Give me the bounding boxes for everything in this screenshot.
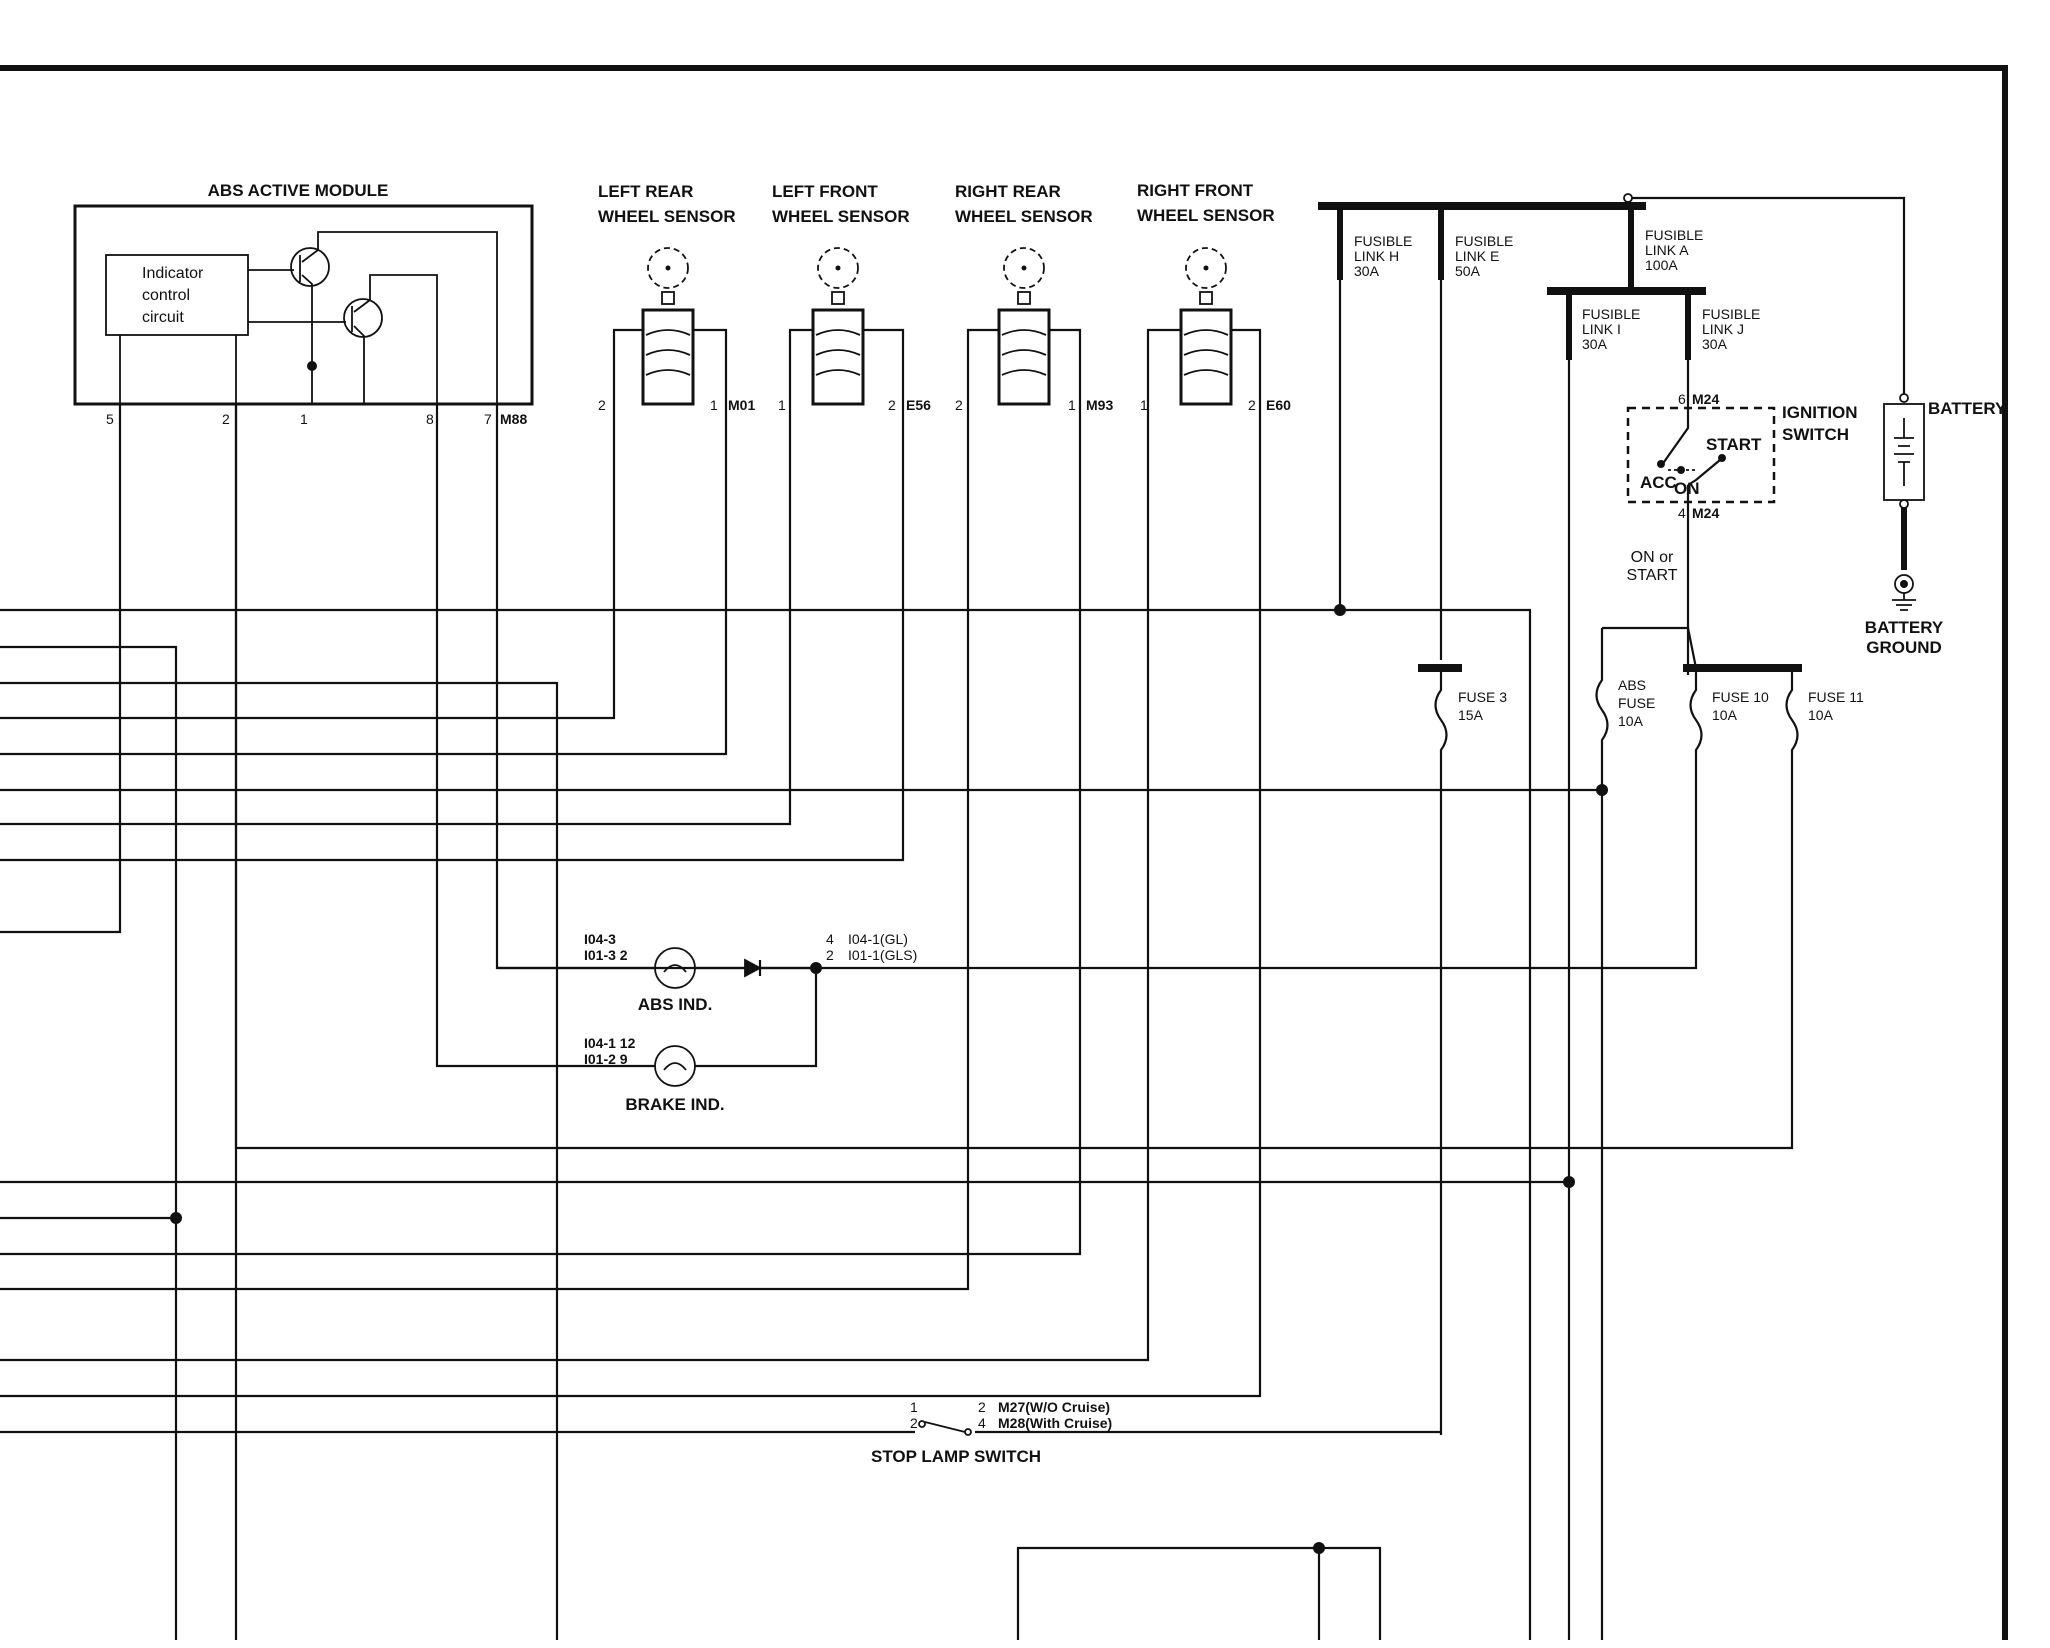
abs-ind-right-pin-1: 4 xyxy=(826,931,834,947)
stop-lamp-label: STOP LAMP SWITCH xyxy=(871,1447,1041,1466)
sensor-pin-right: 2 xyxy=(888,397,896,413)
ignition-on-or: ON or xyxy=(1631,549,1674,566)
abs-ind-right-conn-2: I01-1(GLS) xyxy=(848,947,917,963)
brake-indicator-lamp xyxy=(654,1045,696,1087)
sensor-pin-left: 2 xyxy=(598,397,606,413)
wheel-sensor-left-rear: LEFT REAR WHEEL SENSOR 2 1 M01 xyxy=(598,182,755,413)
fusible-link-e-rating: 50A xyxy=(1455,263,1481,279)
sensor-connector: E60 xyxy=(1266,397,1291,413)
sensor-title: LEFT FRONT xyxy=(772,182,878,201)
fusible-link-a-name: LINK A xyxy=(1645,242,1689,258)
battery-ground-label-1: BATTERY xyxy=(1865,618,1944,637)
abs-fuse-name: ABS xyxy=(1618,677,1646,693)
fuse-10-rating: 10A xyxy=(1712,707,1738,723)
fusible-link-j-name: LINK J xyxy=(1702,321,1744,337)
sensor-connector: M01 xyxy=(728,397,755,413)
fusible-link-h-rating: 30A xyxy=(1354,263,1380,279)
indicator-line-1: Indicator xyxy=(142,265,204,282)
module-title: ABS ACTIVE MODULE xyxy=(208,181,389,200)
stop-lamp-rpin-1: 2 xyxy=(978,1399,986,1415)
module-connector: M88 xyxy=(500,411,527,427)
brake-ind-conn-1: I04-1 12 xyxy=(584,1035,636,1051)
wheel-sensor-right-front: RIGHT FRONT WHEEL SENSOR 1 2 E60 xyxy=(1137,181,1291,413)
stop-lamp-pin-1: 1 xyxy=(910,1399,918,1415)
fuse-3-rating: 15A xyxy=(1458,707,1484,723)
battery-ground-label-2: GROUND xyxy=(1866,638,1942,657)
sensor-subtitle: WHEEL SENSOR xyxy=(772,207,910,226)
abs-ind-label: ABS IND. xyxy=(638,995,713,1014)
ignition-connector-bottom: M24 xyxy=(1692,505,1719,521)
stop-lamp-conn-1: M27(W/O Cruise) xyxy=(998,1399,1110,1415)
battery-label: BATTERY xyxy=(1928,399,2007,418)
sensor-pin-left: 1 xyxy=(1140,397,1148,413)
ignition-start-state: START xyxy=(1627,567,1678,584)
fuse-11-rating: 10A xyxy=(1808,707,1834,723)
fusible-link-i-label: FUSIBLE xyxy=(1582,306,1640,322)
wheel-sensor-right-rear: RIGHT REAR WHEEL SENSOR 2 1 M93 xyxy=(955,182,1113,413)
stop-lamp-switch xyxy=(918,1420,926,1428)
fusible-link-e-name: LINK E xyxy=(1455,248,1499,264)
indicator-line-3: circuit xyxy=(142,309,184,326)
fusible-link-a-rating: 100A xyxy=(1645,257,1678,273)
ignition-switch xyxy=(1626,406,1776,504)
sensor-subtitle: WHEEL SENSOR xyxy=(1137,206,1275,225)
abs-ind-conn-1: I04-3 xyxy=(584,931,616,947)
transistor-1 xyxy=(290,247,330,287)
indicator-control-circuit xyxy=(105,254,249,336)
abs-fuse-line2: FUSE xyxy=(1618,695,1655,711)
sensor-title: RIGHT REAR xyxy=(955,182,1061,201)
abs-fuse-rating: 10A xyxy=(1618,713,1644,729)
module-pin-8: 8 xyxy=(426,411,434,427)
ignition-connector-top: M24 xyxy=(1692,391,1719,407)
fusible-link-e-label: FUSIBLE xyxy=(1455,233,1513,249)
ignition-pin-bottom: 4 xyxy=(1678,505,1686,521)
abs-ind-conn-2: I01-3 2 xyxy=(584,947,628,963)
abs-ind-right-pin-2: 2 xyxy=(826,947,834,963)
stop-lamp-pin-2: 2 xyxy=(910,1415,918,1431)
sensor-connector: E56 xyxy=(906,397,931,413)
fusible-link-j-label: FUSIBLE xyxy=(1702,306,1760,322)
fusible-link-h-label: FUSIBLE xyxy=(1354,233,1412,249)
abs-ind-right-conn-1: I04-1(GL) xyxy=(848,931,908,947)
indicator-line-2: control xyxy=(142,287,190,304)
module-pin-2: 2 xyxy=(222,411,230,427)
fusible-link-h-name: LINK H xyxy=(1354,248,1399,264)
brake-ind-conn-2: I01-2 9 xyxy=(584,1051,628,1067)
ignition-title-2: SWITCH xyxy=(1782,425,1849,444)
module-pin-5: 5 xyxy=(106,411,114,427)
fuse-3-name: FUSE 3 xyxy=(1458,689,1507,705)
fuse-11-name: FUSE 11 xyxy=(1808,689,1864,705)
wheel-sensor-left-front: LEFT FRONT WHEEL SENSOR 1 2 E56 xyxy=(772,182,931,413)
sensor-pin-right: 1 xyxy=(1068,397,1076,413)
abs-active-module xyxy=(73,204,534,406)
fuse-10-name: FUSE 10 xyxy=(1712,689,1769,705)
brake-ind-label: BRAKE IND. xyxy=(625,1095,724,1114)
sensor-pin-left: 2 xyxy=(955,397,963,413)
sensor-title: LEFT REAR xyxy=(598,182,693,201)
ignition-on-label: ON xyxy=(1674,479,1700,498)
fusible-link-i-rating: 30A xyxy=(1582,336,1608,352)
ignition-title-1: IGNITION xyxy=(1782,403,1858,422)
sensor-title: RIGHT FRONT xyxy=(1137,181,1254,200)
stop-lamp-conn-2: M28(With Cruise) xyxy=(998,1415,1112,1431)
fusible-link-i-name: LINK I xyxy=(1582,321,1621,337)
sensor-pin-left: 1 xyxy=(778,397,786,413)
sensor-pin-right: 1 xyxy=(710,397,718,413)
fusible-link-j-rating: 30A xyxy=(1702,336,1728,352)
ignition-pin-top: 6 xyxy=(1678,391,1686,407)
stop-lamp-rpin-2: 4 xyxy=(978,1415,986,1431)
sensor-pin-right: 2 xyxy=(1248,397,1256,413)
ignition-acc-label: ACC xyxy=(1640,473,1677,492)
fusible-link-a-label: FUSIBLE xyxy=(1645,227,1703,243)
sensor-subtitle: WHEEL SENSOR xyxy=(598,207,736,226)
module-pin-7: 7 xyxy=(484,411,492,427)
diagram-border xyxy=(0,65,2008,1640)
transistor-2 xyxy=(343,298,383,338)
module-pin-1: 1 xyxy=(300,411,308,427)
sensor-subtitle: WHEEL SENSOR xyxy=(955,207,1093,226)
diode-icon xyxy=(744,958,762,978)
ignition-start-label: START xyxy=(1706,435,1762,454)
sensor-connector: M93 xyxy=(1086,397,1113,413)
